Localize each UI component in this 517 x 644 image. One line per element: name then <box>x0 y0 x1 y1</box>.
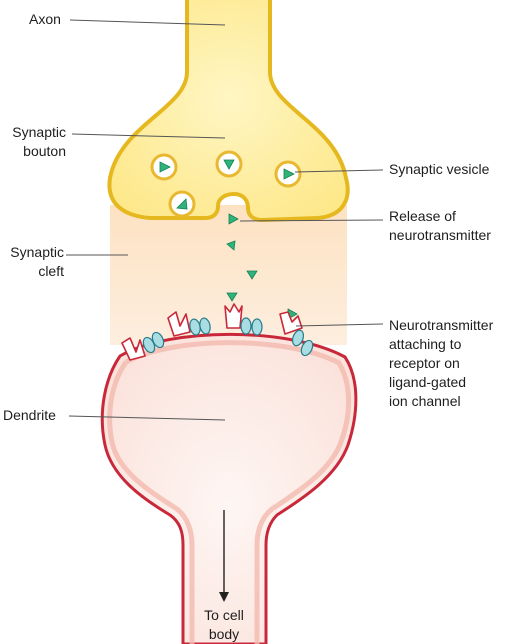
neurotransmitter-molecule <box>226 240 236 251</box>
label-to-cell-body: To cell body <box>204 607 244 642</box>
label-synaptic-vesicle: Synaptic vesicle <box>389 161 490 177</box>
receptor <box>167 311 191 337</box>
label-axon: Axon <box>29 11 61 27</box>
neurotransmitter-molecule <box>159 161 171 173</box>
ion-channel <box>251 318 263 336</box>
receptor <box>224 303 243 329</box>
synaptic-vesicles <box>150 150 302 218</box>
leader-lines <box>66 19 384 421</box>
leader-line-dendrite <box>68 415 226 421</box>
label-release-of-neurotransmitter: Release of neurotransmitter <box>389 208 491 243</box>
neurotransmitter-molecule <box>283 168 295 180</box>
leader-line-axon <box>69 19 226 26</box>
leader-line-bouton <box>71 133 226 139</box>
leader-line-release <box>239 219 384 222</box>
leader-line-vesicle <box>294 169 384 173</box>
receptor <box>121 337 146 361</box>
leader-line-attaching <box>295 323 384 327</box>
ion-channel <box>151 331 165 349</box>
label-dendrite: Dendrite <box>3 407 56 423</box>
ion-channel <box>291 329 305 347</box>
label-synaptic-bouton: Synaptic bouton <box>12 124 66 159</box>
dendrite-outline <box>100 332 358 644</box>
neurotransmitter-molecule <box>223 159 235 170</box>
ion-channel <box>240 317 252 335</box>
label-synaptic-cleft: Synaptic cleft <box>10 244 64 279</box>
dendrite-inner-edge <box>107 340 352 644</box>
ion-channel <box>199 317 211 335</box>
receptor <box>279 311 303 335</box>
neurotransmitter-molecule <box>226 292 238 302</box>
neurotransmitter-molecule <box>228 213 239 225</box>
neurotransmitter-molecule <box>246 270 258 280</box>
released-neurotransmitter <box>226 213 298 320</box>
ion-channel <box>300 339 314 357</box>
signal-direction-arrow <box>219 510 229 602</box>
label-neurotransmitter-attaching: Neurotransmitter attaching to receptor o… <box>389 317 494 409</box>
ligand-gated-ion-channels <box>121 303 314 361</box>
axon-and-bouton <box>107 0 350 222</box>
neurotransmitter-molecule <box>176 198 188 210</box>
